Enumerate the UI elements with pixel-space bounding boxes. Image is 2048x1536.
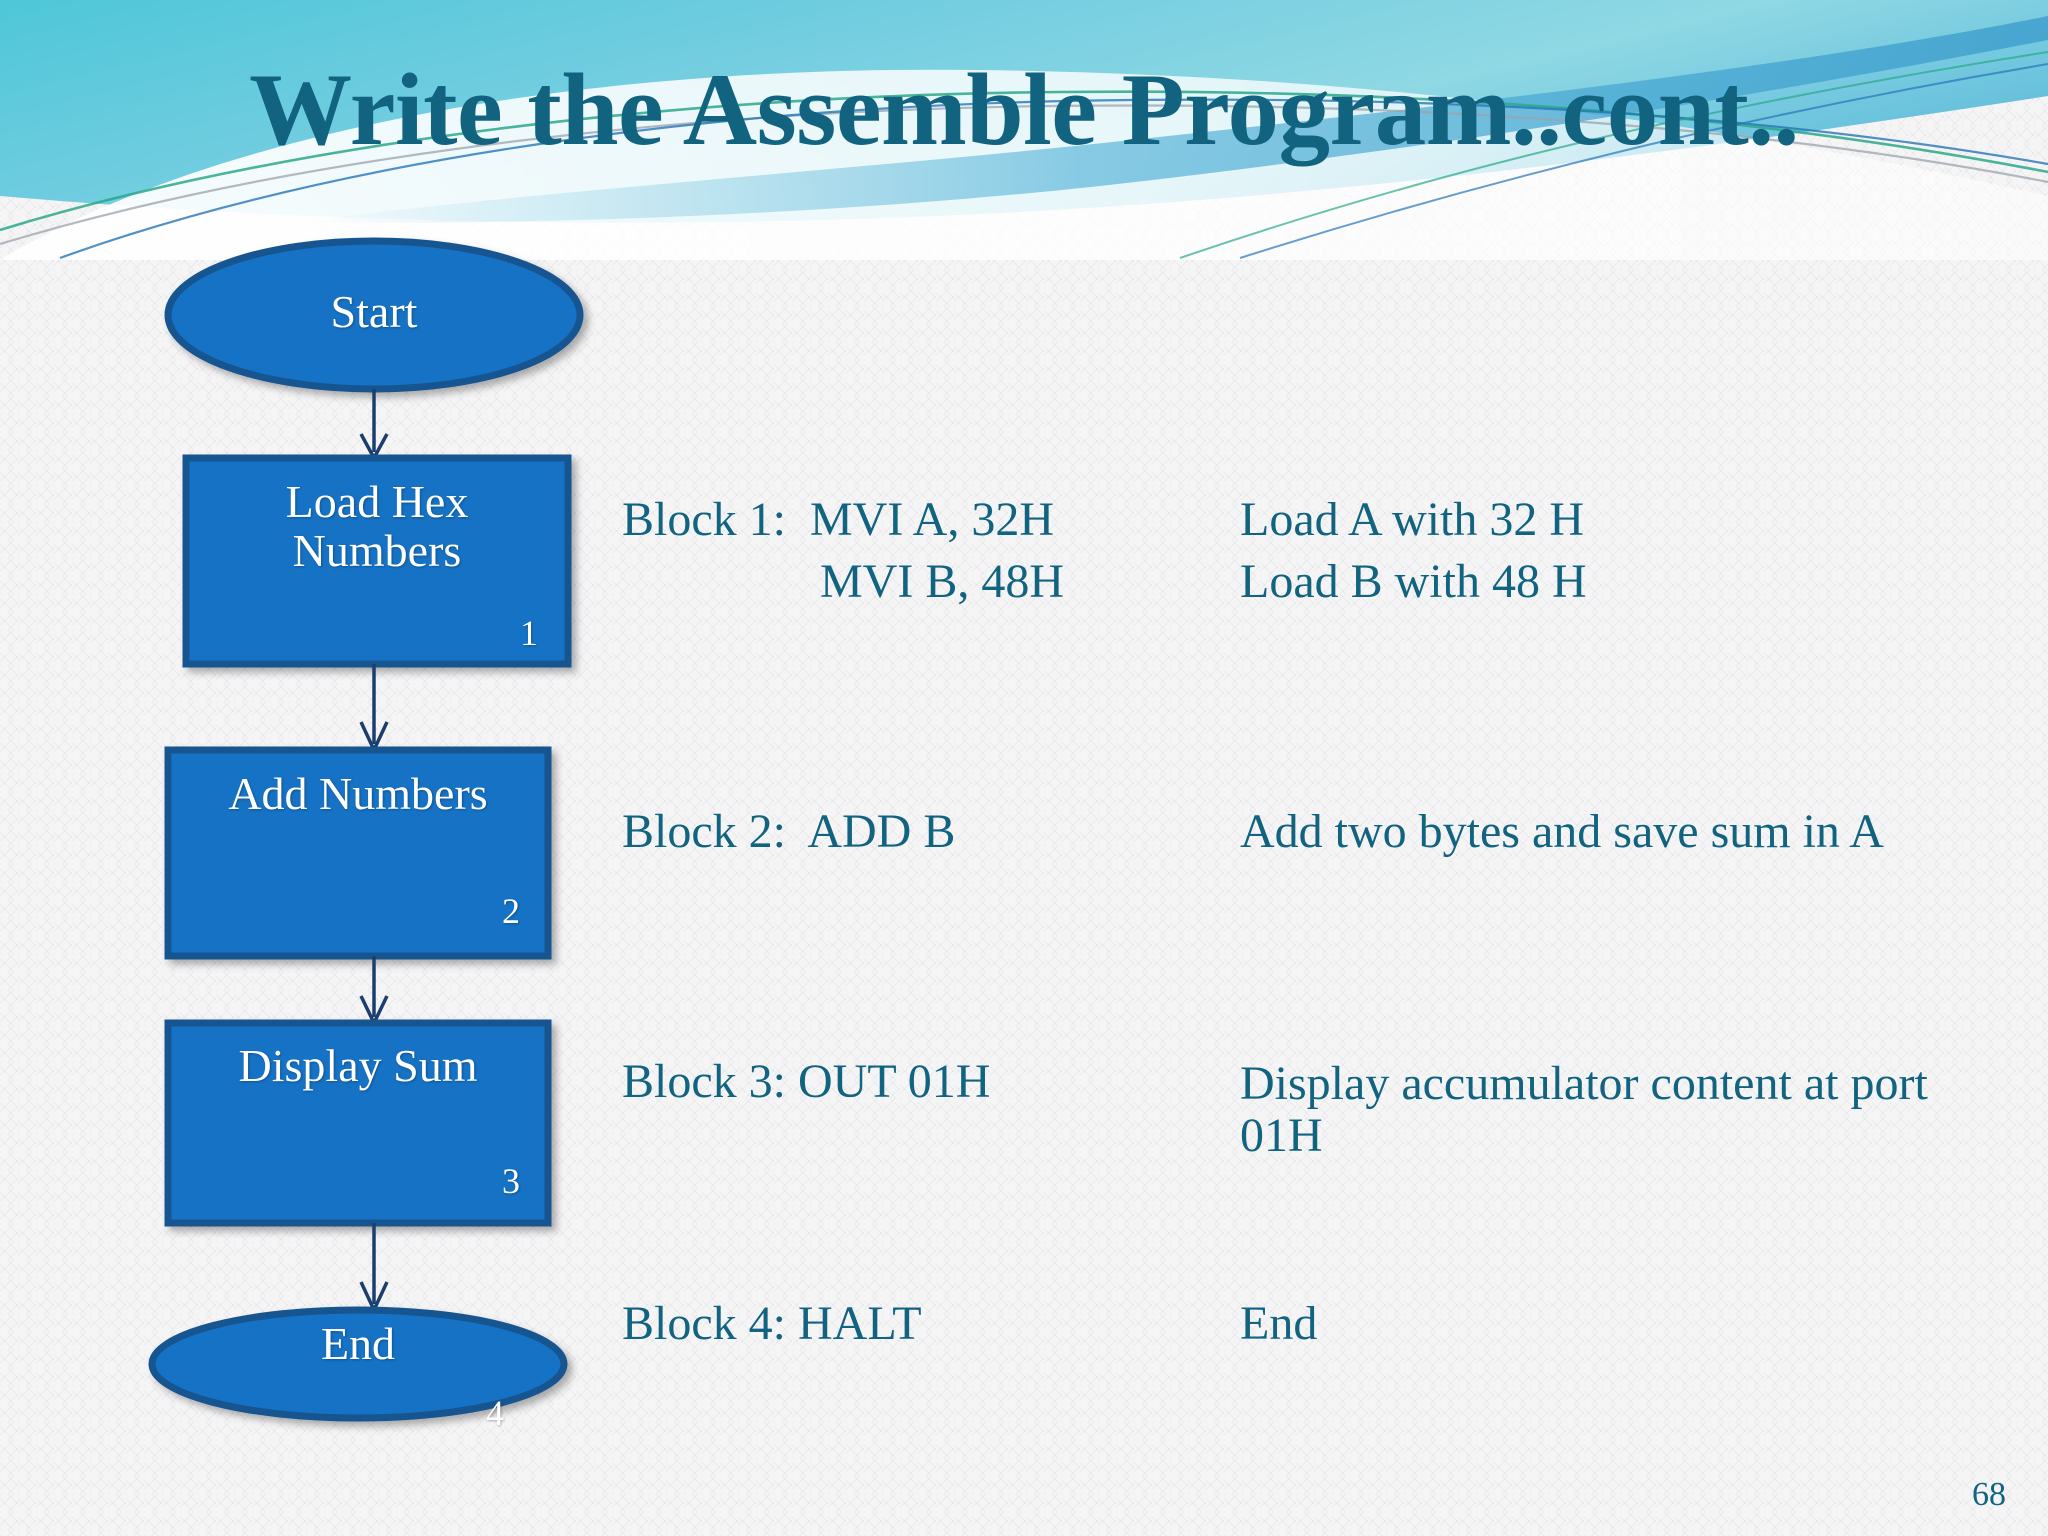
- page-number: 68: [1972, 1476, 2006, 1513]
- block-1-code-line-2: MVI B, 48H: [820, 555, 1065, 608]
- connector-load-to-add: [359, 664, 389, 755]
- connector-start-to-load: [359, 389, 389, 462]
- block-1-desc-line-2: Load B with 48 H: [1240, 555, 1587, 608]
- connector-display-to-end: [359, 1223, 389, 1315]
- block-1-code-line-1: Block 1: MVI A, 32H: [622, 493, 1054, 546]
- connector-add-to-display: [359, 956, 389, 1028]
- block-4-desc-line-1: End: [1240, 1297, 1318, 1350]
- block-2-code-line-1: Block 2: ADD B: [622, 805, 956, 858]
- flowchart-node-add[interactable]: [164, 746, 552, 960]
- block-3-code-line-1: Block 3: OUT 01H: [622, 1055, 991, 1108]
- page-title: Write the Assemble Program..cont..: [249, 53, 1799, 167]
- flowchart-node-end[interactable]: [148, 1306, 568, 1422]
- block-2-desc-line-1: Add two bytes and save sum in A: [1240, 805, 1884, 858]
- block-3-desc-line-1: Display accumulator content at port 01H: [1240, 1057, 1928, 1162]
- flowchart-node-start[interactable]: [164, 237, 584, 393]
- flowchart-node-load[interactable]: [182, 454, 572, 668]
- block-1-desc-line-1: Load A with 32 H: [1240, 493, 1584, 546]
- block-4-code-line-1: Block 4: HALT: [622, 1297, 922, 1350]
- flowchart-node-display[interactable]: [164, 1019, 552, 1227]
- header-decoration: [0, 0, 2048, 260]
